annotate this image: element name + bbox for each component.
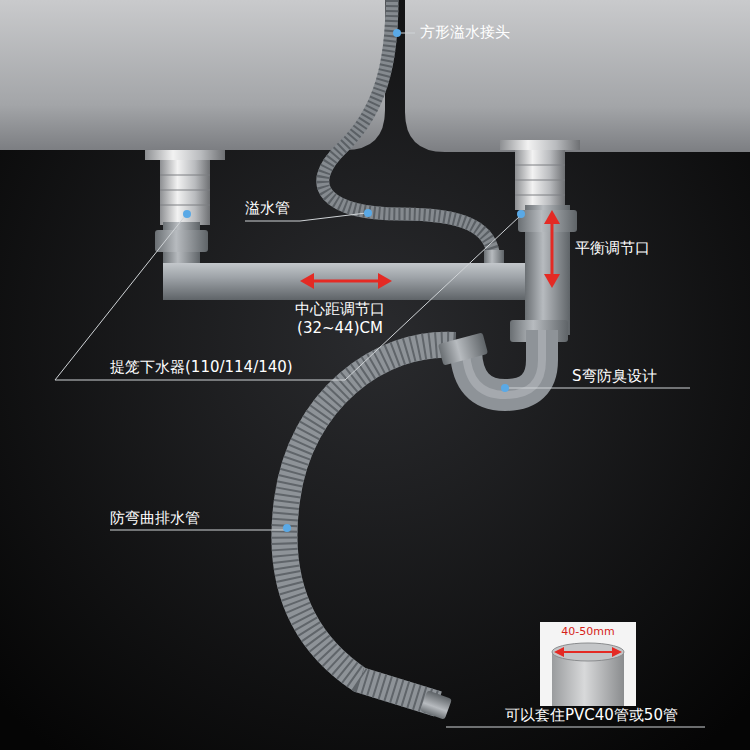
callout-label: 可以套住PVC40管或50管 [505,706,678,725]
callout-label: S弯防臭设计 [572,367,657,386]
callout-label: 平衡调节口 [575,239,650,258]
callout-label: 防弯曲排水管 [110,509,200,528]
callout-label: 40-50mm [548,625,628,638]
callout-label: 溢水管 [245,199,290,218]
callout-label: 提笼下水器(110/114/140) [110,358,293,377]
callout-label: 中心距调节口 (32~44)CM [285,300,395,338]
callout-label: 方形溢水接头 [420,23,510,42]
